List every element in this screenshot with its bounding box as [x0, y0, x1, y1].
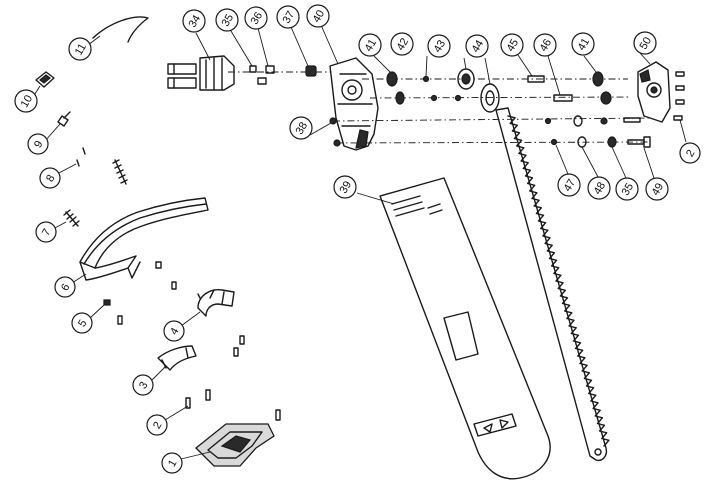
callout-label-46: 46 [538, 37, 555, 54]
callout-label-38: 38 [294, 120, 311, 137]
part-small-spring-clip [57, 111, 71, 127]
part-switch-block [35, 71, 55, 88]
callout-label-48: 48 [592, 180, 609, 197]
callout-label-43: 43 [432, 38, 449, 55]
callout-42: 42 [390, 32, 414, 56]
part-spacers-top-axis [386, 71, 462, 105]
callout-8: 8 [39, 167, 61, 189]
part-pins-45-46 [527, 75, 608, 146]
callout-35-bottom: 35 [615, 177, 639, 201]
axis-line-lower [335, 141, 651, 144]
callout-label-50: 50 [638, 35, 655, 52]
callout-9: 9 [27, 133, 49, 155]
part-screws-38 [329, 117, 341, 147]
callout-10: 10 [14, 89, 38, 113]
assembly-axes [228, 71, 651, 144]
part-spacers-motor-axis [249, 65, 317, 85]
part-screws-clamps [185, 335, 281, 421]
callout-label-1: 1 [166, 458, 179, 469]
callout-41-right: 41 [571, 32, 595, 56]
part-spacers-right [592, 71, 612, 105]
part-blade-guard [379, 177, 551, 480]
callout-44: 44 [465, 34, 489, 58]
part-washers-lower-axis [573, 115, 617, 148]
callout-label-41-left: 41 [363, 37, 380, 54]
callout-5: 5 [71, 312, 93, 334]
callout-label-8: 8 [44, 173, 57, 184]
callout-1: 1 [161, 452, 183, 474]
callout-label-35-bottom: 35 [620, 181, 637, 198]
callout-43: 43 [427, 34, 451, 58]
callout-46: 46 [533, 33, 557, 57]
part-cutting-blade [495, 107, 610, 462]
callout-label-36: 36 [249, 10, 266, 27]
callout-7: 7 [35, 221, 57, 243]
part-drive-gear [480, 83, 500, 113]
part-motor [167, 55, 235, 91]
callout-38: 38 [289, 116, 313, 140]
callout-label-41-right: 41 [576, 36, 593, 53]
callout-50: 50 [633, 31, 657, 55]
callout-label-2-right: 2 [684, 148, 697, 159]
part-bottom-cover [195, 423, 275, 467]
callout-label-44: 44 [470, 38, 487, 55]
callout-label-47: 47 [562, 177, 579, 194]
callout-label-39: 39 [338, 179, 355, 196]
part-gear-housing [329, 57, 379, 151]
callout-label-49: 49 [650, 181, 667, 198]
callout-4: 4 [163, 320, 185, 342]
callout-48: 48 [587, 176, 611, 200]
callout-11: 11 [68, 37, 92, 61]
callout-label-4: 4 [168, 326, 181, 337]
callout-3: 3 [132, 374, 154, 396]
callout-label-35-top: 35 [220, 12, 237, 29]
callout-label-6: 6 [59, 282, 72, 293]
callout-label-2-left: 2 [151, 420, 164, 431]
callout-label-11: 11 [73, 42, 89, 58]
callout-40: 40 [306, 4, 330, 28]
part-handle-bar [79, 197, 209, 281]
callout-label-9: 9 [32, 139, 45, 150]
part-cable [92, 16, 149, 43]
callout-2-right: 2 [679, 142, 701, 164]
callout-label-3: 3 [137, 380, 150, 391]
callout-label-7: 7 [40, 227, 53, 238]
callout-label-34: 34 [187, 13, 204, 30]
callout-39: 39 [333, 175, 357, 199]
part-screws-handle [103, 261, 177, 325]
callout-label-37: 37 [281, 9, 298, 26]
callout-6: 6 [54, 276, 76, 298]
part-pins-spring [76, 147, 128, 185]
part-bolt [623, 117, 651, 148]
callout-label-5: 5 [76, 318, 89, 329]
part-spring [63, 209, 80, 227]
callout-47: 47 [557, 173, 581, 197]
callout-34: 34 [182, 9, 206, 33]
callout-label-42: 42 [395, 36, 412, 53]
callout-35-top: 35 [215, 8, 239, 32]
callout-label-10: 10 [19, 93, 36, 110]
callout-2-left: 2 [146, 414, 168, 436]
callout-label-40: 40 [311, 8, 328, 25]
part-gear-cover [637, 61, 671, 123]
callout-37: 37 [276, 5, 300, 29]
part-clamp-lower [157, 345, 197, 371]
callout-41-left: 41 [358, 33, 382, 57]
callout-45: 45 [500, 33, 524, 57]
callout-label-45: 45 [505, 37, 522, 54]
callout-36: 36 [244, 6, 268, 30]
part-screws-right [673, 71, 685, 121]
callout-49: 49 [645, 177, 669, 201]
axis-line-middle [332, 117, 651, 122]
part-clamp-upper [197, 289, 235, 317]
leader-lines [32, 24, 687, 460]
